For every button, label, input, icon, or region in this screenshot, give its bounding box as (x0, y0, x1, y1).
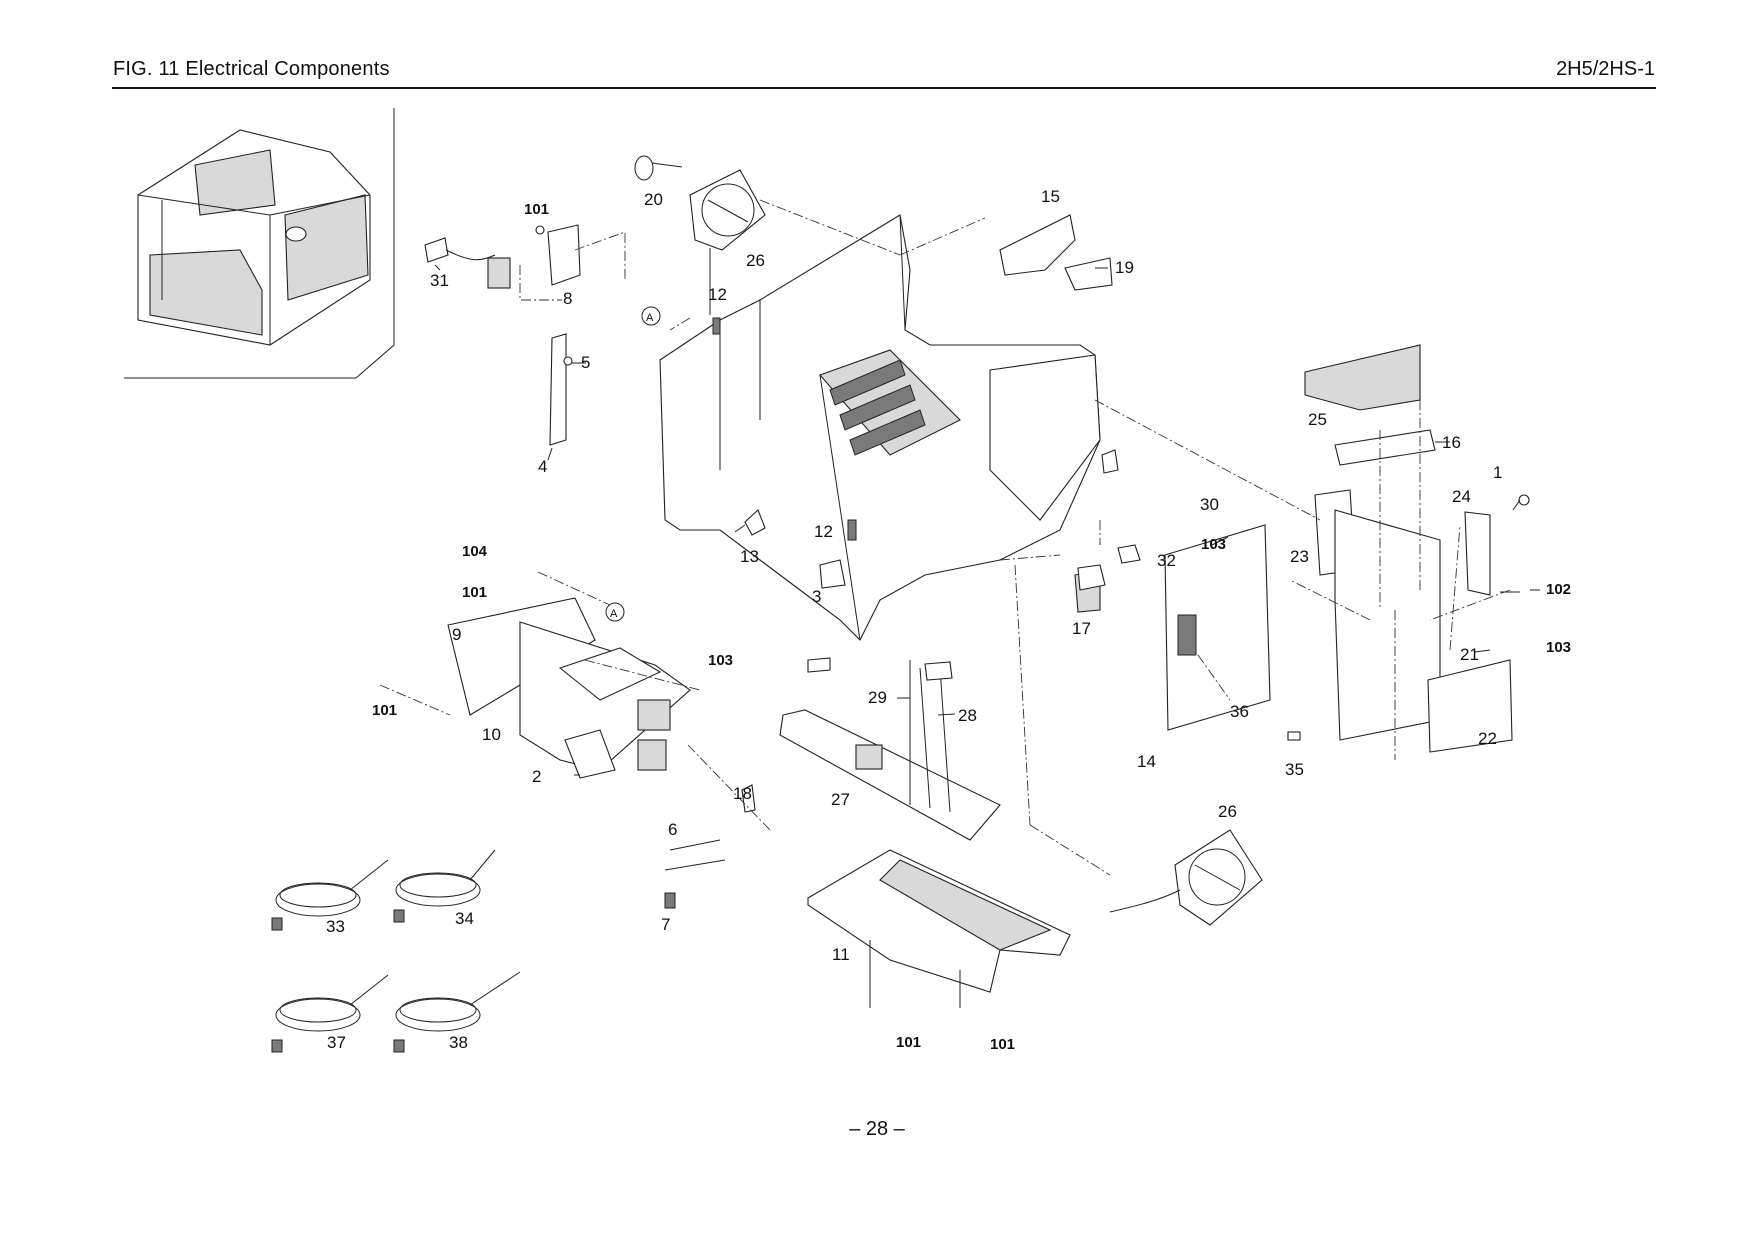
callout-36: 36 (1230, 702, 1249, 721)
callout-24: 24 (1452, 487, 1471, 506)
callout-13: 13 (740, 547, 759, 566)
callout-8: 8 (563, 289, 572, 308)
header-rule (112, 87, 1656, 89)
callout-6: 6 (668, 820, 677, 839)
figure-title: FIG. 11 Electrical Components (113, 58, 390, 80)
callout-32: 32 (1157, 551, 1176, 570)
screw-101-d: 101 (896, 1034, 921, 1051)
reference-mark-a-1: A (646, 312, 654, 324)
callout-1: 1 (1493, 463, 1502, 482)
callout-29: 29 (868, 688, 887, 707)
model-code: 2H5/2HS-1 (1556, 58, 1655, 80)
small-parts (664, 317, 1530, 909)
power-cords (271, 849, 521, 1053)
callout-12a: 12 (708, 285, 727, 304)
callout-27: 27 (831, 790, 850, 809)
callout-25: 25 (1308, 410, 1327, 429)
callout-26a: 26 (746, 251, 765, 270)
callout-30: 30 (1200, 495, 1219, 514)
screw-103-c: 103 (1546, 639, 1571, 656)
callout-3: 3 (812, 587, 821, 606)
fan-duct (999, 214, 1113, 291)
fan-lower (1109, 829, 1263, 926)
callout-14: 14 (1137, 752, 1156, 771)
callout-23: 23 (1290, 547, 1309, 566)
callout-31: 31 (430, 271, 449, 290)
callout-35: 35 (1285, 760, 1304, 779)
screw-103-a: 103 (708, 652, 733, 669)
callout-33: 33 (326, 917, 345, 936)
callout-16: 16 (1442, 433, 1461, 452)
callout-38: 38 (449, 1033, 468, 1052)
callout-22: 22 (1478, 729, 1497, 748)
assembly-lines (379, 199, 1511, 876)
callout-19: 19 (1115, 258, 1134, 277)
callout-26b: 26 (1218, 802, 1237, 821)
callout-7: 7 (661, 915, 670, 934)
callout-5: 5 (581, 353, 590, 372)
callout-labels: 1 2 3 4 5 6 7 8 9 10 11 12 12 13 14 15 1… (326, 187, 1571, 1053)
bottom-tray (807, 849, 1071, 1008)
screw-103-b: 103 (1201, 536, 1226, 553)
screw-101-c: 101 (372, 702, 397, 719)
callout-34: 34 (455, 909, 474, 928)
parts-left-boards (447, 597, 691, 779)
callout-11: 11 (832, 945, 850, 964)
callout-28: 28 (958, 706, 977, 725)
leader-lines (434, 264, 1540, 776)
screw-101-a: 101 (524, 201, 549, 218)
callout-37: 37 (327, 1033, 346, 1052)
callout-2: 2 (532, 767, 541, 786)
callout-20: 20 (644, 190, 663, 209)
reference-mark-a-2: A (610, 608, 618, 620)
parts-right (1074, 344, 1513, 753)
callout-15: 15 (1041, 187, 1060, 206)
callout-4: 4 (538, 457, 547, 476)
screw-102: 102 (1546, 581, 1571, 598)
callout-9: 9 (452, 625, 461, 644)
callout-10: 10 (482, 725, 501, 744)
callout-18: 18 (733, 784, 752, 803)
parts-center (779, 657, 1001, 841)
screw-101-e: 101 (990, 1036, 1015, 1053)
main-frame (659, 214, 1101, 641)
fan-upper (634, 155, 766, 315)
page-number: – 28 – (849, 1118, 905, 1140)
screw-101-b: 101 (462, 584, 487, 601)
screw-104: 104 (462, 543, 488, 560)
callout-12b: 12 (814, 522, 833, 541)
parts-upper-left (424, 224, 581, 446)
callout-17: 17 (1072, 619, 1091, 638)
printer-overview-inset (124, 108, 395, 379)
callout-21: 21 (1460, 645, 1479, 664)
